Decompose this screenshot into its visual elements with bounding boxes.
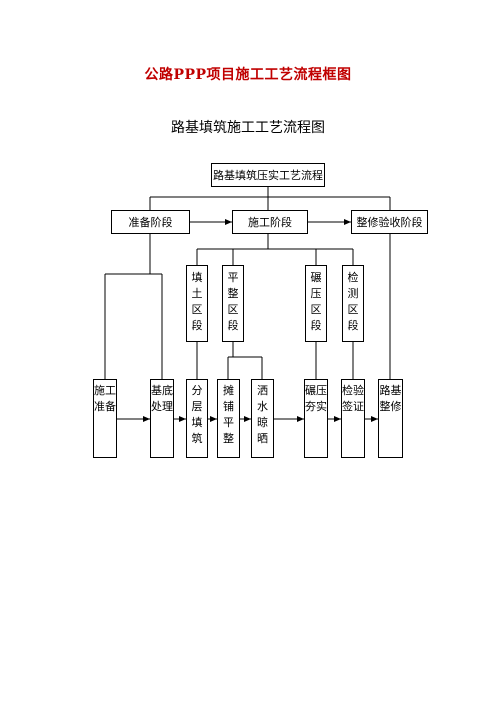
node-fill-zone: 填土区段 [186, 265, 208, 342]
node-water-dry: 洒水晾晒 [251, 379, 274, 458]
node-site-prep: 施工准备 [93, 379, 117, 458]
node-layer-fill: 分层填筑 [186, 379, 208, 458]
node-prep-stage: 准备阶段 [111, 210, 190, 234]
node-root: 路基填筑压实工艺流程 [211, 163, 325, 187]
node-roll-zone: 碾压区段 [305, 265, 327, 342]
node-inspect-sign: 检验签证 [341, 379, 365, 458]
node-construct-stage: 施工阶段 [232, 210, 308, 234]
page-title: 公路PPP项目施工工艺流程框图 [144, 67, 352, 83]
node-test-zone: 检测区段 [342, 265, 364, 342]
node-spread-level: 摊铺平整 [217, 379, 240, 458]
node-subgrade-repair: 路基整修 [378, 379, 403, 458]
node-level-zone: 平整区段 [222, 265, 244, 342]
node-finish-stage: 整修验收阶段 [351, 210, 428, 234]
node-base-treat: 基底处理 [150, 379, 174, 458]
node-roll-compact: 碾压夯实 [304, 379, 328, 458]
diagram-title: 路基填筑施工工艺流程图 [171, 120, 325, 136]
